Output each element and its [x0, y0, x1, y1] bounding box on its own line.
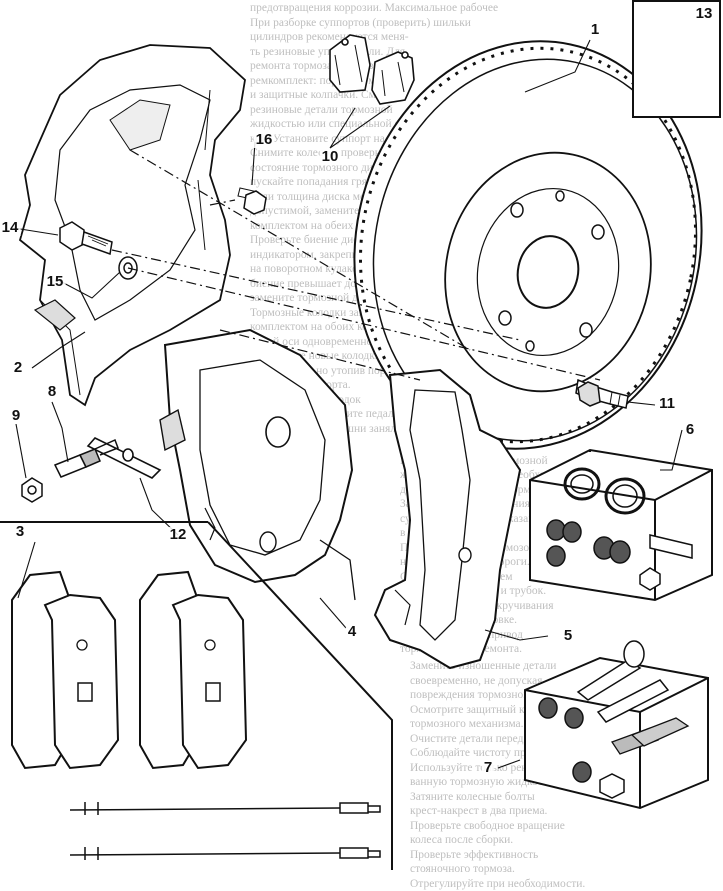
mounting-plate [86, 437, 162, 479]
caliper-bracket [373, 368, 522, 670]
callout-1: 1 [588, 21, 602, 38]
screw-16 [237, 187, 267, 215]
brake-pads [11, 570, 248, 770]
splash-shield [18, 44, 246, 407]
callout-10: 10 [319, 148, 341, 165]
background-text-line: Отрегулируйте при необходимости. [410, 877, 586, 890]
callout-15: 15 [44, 273, 66, 290]
callout-16: 16 [253, 131, 275, 148]
leader-lines [13, 39, 683, 769]
guide-pin [53, 438, 119, 478]
callout-2: 2 [11, 359, 25, 376]
nut-9 [21, 477, 43, 503]
exploded-view-drawing [0, 34, 713, 870]
inset-frame-13: 13 [632, 0, 721, 118]
bleeder-screw-11 [575, 378, 629, 409]
seal-kit-box [529, 448, 713, 602]
callout-7: 7 [481, 759, 495, 776]
brake-disc [353, 40, 703, 450]
assembly-lines [111, 149, 601, 381]
pin-kit-box [524, 640, 709, 810]
callout-11: 11 [657, 395, 677, 412]
callout-9: 9 [9, 407, 23, 424]
callout-8: 8 [45, 383, 59, 400]
callout-4: 4 [345, 623, 359, 640]
pad-spring-clips [329, 34, 415, 105]
callout-5: 5 [561, 627, 575, 644]
bolt-14 [59, 221, 113, 256]
callout-14: 14 [0, 219, 21, 236]
callout-3: 3 [13, 523, 27, 540]
wear-sensors [69, 802, 381, 860]
caliper-housing [159, 328, 356, 601]
callout-6: 6 [683, 421, 697, 438]
callout-13: 13 [695, 5, 713, 22]
pads-section-frame [0, 521, 393, 870]
callout-12: 12 [167, 526, 189, 543]
